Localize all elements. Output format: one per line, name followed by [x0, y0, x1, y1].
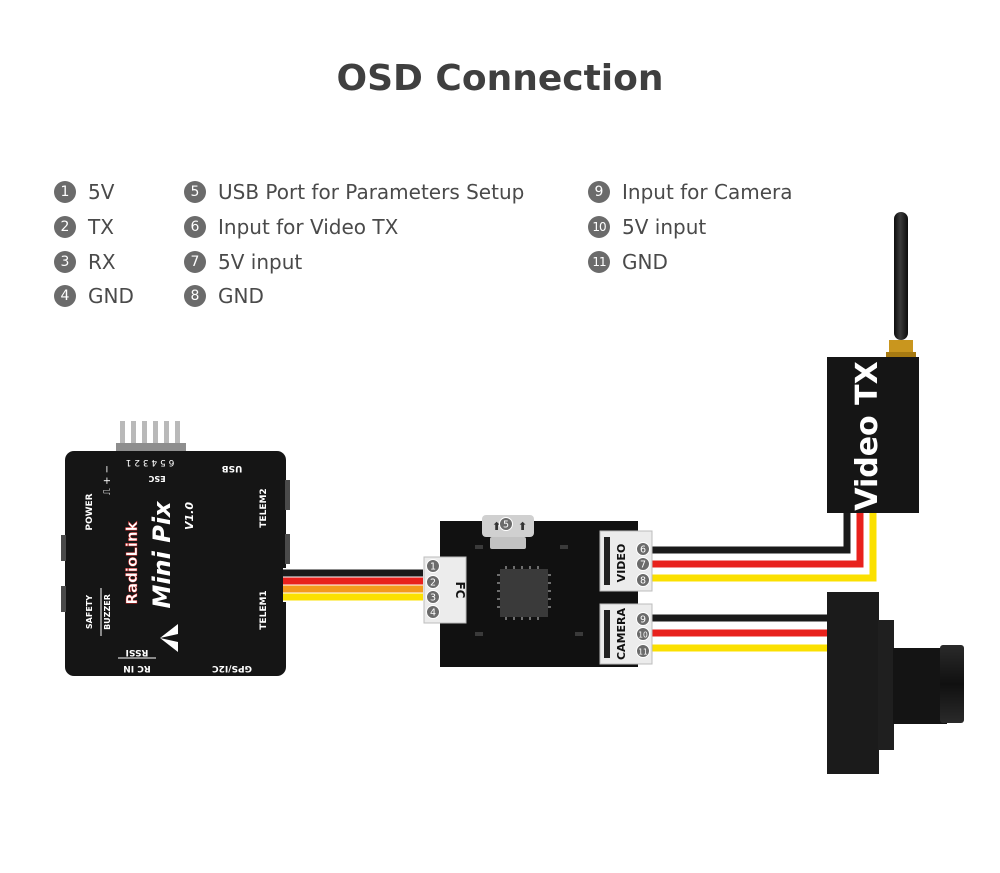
legend-label: TX [88, 215, 114, 239]
legend-label: 5V input [622, 215, 707, 239]
pin-marker-number: 10 [638, 631, 648, 640]
rssi-label: RSSI [126, 647, 149, 657]
pin-marker-number: 7 [640, 560, 646, 571]
legend-label: GND [622, 250, 668, 274]
legend-item: 1 5V [54, 180, 115, 204]
video-cable [652, 512, 877, 582]
pin-marker [636, 644, 650, 658]
camera-cable [652, 614, 830, 652]
legend-item: 4 GND [54, 284, 134, 308]
video-tx-body [827, 357, 919, 513]
number-badge: 11 [588, 251, 610, 273]
number-badge: 1 [54, 181, 76, 203]
telem1-label: TELEM1 [259, 590, 269, 629]
legend-item: 6 Input for Video TX [184, 215, 399, 239]
polarity-label: ⎍ + − [102, 465, 113, 495]
arrow-icon [160, 624, 178, 638]
video-transmitter: Video TX [827, 212, 919, 513]
pin-marker-number: 4 [430, 608, 436, 619]
esc-label: ESC [148, 474, 165, 483]
video-tx-label: Video TX [850, 361, 885, 510]
fc-cable [283, 568, 423, 602]
esc-pin-numbers: 6 5 4 3 2 1 [126, 457, 175, 467]
number-badge: 3 [54, 251, 76, 273]
camera [827, 592, 964, 774]
pin-marker [636, 627, 650, 641]
pin-marker-number: 8 [640, 576, 646, 587]
fc-body [65, 451, 286, 676]
legend-label: GND [88, 284, 134, 308]
fc-port-label: FC [453, 581, 467, 598]
number-badge: 9 [588, 181, 610, 203]
svg-text:⬆: ⬆ [518, 520, 527, 533]
pin-marker [426, 559, 440, 573]
camera-lens [940, 645, 964, 723]
chip-pins [497, 566, 551, 620]
camera-port-label: CAMERA [615, 607, 628, 660]
number-badge: 6 [184, 216, 206, 238]
pin-marker-number: 11 [638, 648, 648, 657]
pin-marker-number: 3 [430, 593, 436, 604]
legend-label: USB Port for Parameters Setup [218, 180, 525, 204]
legend-item: 8 GND [184, 284, 264, 308]
legend-item: 7 5V input [184, 250, 303, 274]
video-port-label: VIDEO [615, 544, 628, 583]
flight-controller: 6 5 4 3 2 1 ESC ⎍ + − USB POWER TELEM2 T… [61, 421, 290, 676]
antenna [894, 212, 908, 340]
pin-marker [636, 573, 650, 587]
pin-marker-number: 2 [430, 578, 436, 589]
gps-label: GPS/I2C [212, 663, 252, 673]
pin-marker [636, 542, 650, 556]
pin-marker [426, 590, 440, 604]
buzzer-label: BUZZER [103, 594, 112, 630]
pin-marker-number: 6 [640, 545, 646, 556]
power-label: POWER [85, 493, 95, 530]
camera-lens-mount [893, 648, 947, 724]
telem2-label: TELEM2 [259, 488, 269, 527]
number-badge: 7 [184, 251, 206, 273]
usb-label: USB [222, 463, 243, 473]
legend-item: 3 RX [54, 250, 116, 274]
pin-marker [426, 605, 440, 619]
model-name: Mini Pix [148, 500, 176, 609]
number-badge: 8 [184, 285, 206, 307]
pin-marker-number: 5 [503, 520, 509, 531]
rc-in-label: RC IN [123, 663, 151, 673]
pin-marker [499, 517, 513, 531]
version-label: V1.0 [183, 502, 196, 530]
legend-label: RX [88, 250, 116, 274]
number-badge: 2 [54, 216, 76, 238]
pin-marker-number: 1 [430, 562, 436, 573]
camera-body [827, 592, 879, 774]
pin-marker [636, 557, 650, 571]
brand-logo: RadioLink [123, 520, 141, 604]
pin-marker [426, 575, 440, 589]
pin-markers: 1 2 3 4 5 6 7 8 9 10 11 [426, 517, 650, 658]
number-badge: 10 [588, 216, 610, 238]
pin-marker [636, 612, 650, 626]
legend-label: Input for Camera [622, 180, 793, 204]
esc-header-pins [116, 421, 186, 451]
legend-item: 11 GND [588, 250, 668, 274]
number-badge: 5 [184, 181, 206, 203]
chip [500, 569, 548, 617]
pin-marker-number: 9 [640, 615, 646, 626]
legend-label: GND [218, 284, 264, 308]
safety-label: SAFETY [85, 595, 94, 629]
legend-item: 5 USB Port for Parameters Setup [184, 180, 525, 204]
legend-item: 10 5V input [588, 215, 707, 239]
osd-board: ⬆ ⬆ FC VIDEO [423, 515, 653, 667]
legend-item: 2 TX [54, 215, 114, 239]
legend-label: 5V [88, 180, 115, 204]
legend-label: 5V input [218, 250, 303, 274]
number-badge: 4 [54, 285, 76, 307]
legend-item: 9 Input for Camera [588, 180, 793, 204]
legend-label: Input for Video TX [218, 215, 399, 239]
page-title: OSD Connection [336, 58, 664, 99]
svg-text:⬆: ⬆ [492, 520, 501, 533]
